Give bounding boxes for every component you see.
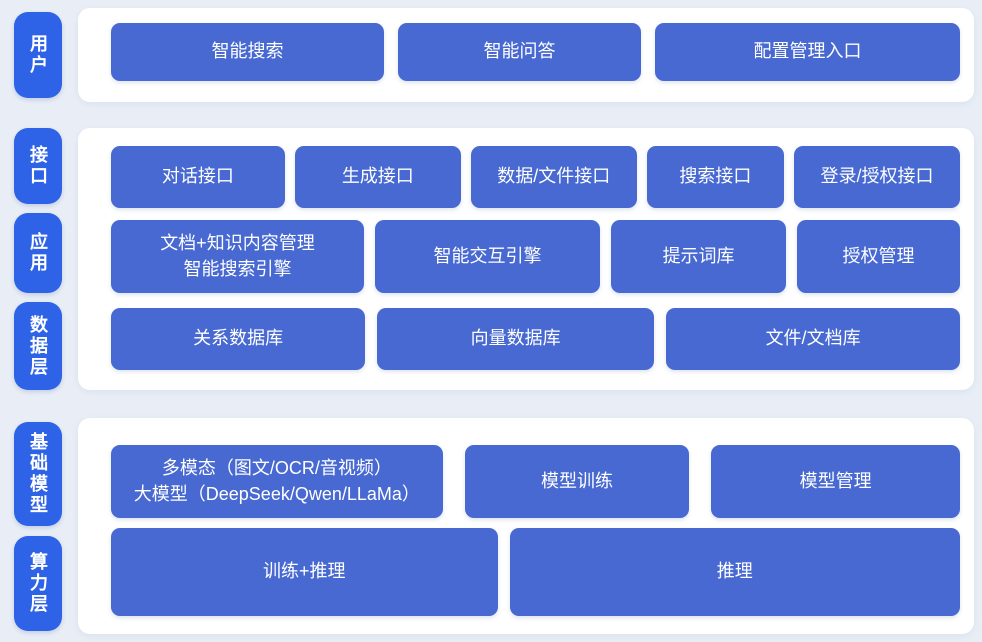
box-label: 对话接口 (161, 166, 234, 187)
layer-pill-interface: 接口 (14, 128, 62, 204)
layer-rail-foundation: 基础模型 算力层 (14, 418, 62, 634)
layer-rail-user: 用户 (14, 8, 62, 102)
box-label: 智能问答 (483, 41, 556, 62)
box-interaction-engine: 智能交互引擎 (374, 220, 601, 293)
layer-pill-user: 用户 (14, 12, 62, 98)
box-label-line2: 大模型（DeepSeek/Qwen/LLaMa） (133, 483, 420, 504)
box-label: 推理 (716, 561, 753, 582)
section-platform: 接口 应用 数据层 对话接口 生成接口 数据/文件接口 搜索接口 登录/授权接 (14, 128, 982, 390)
box-label: 文件/文档库 (765, 328, 861, 349)
layer-pill-application: 应用 (14, 213, 62, 293)
section-foundation: 基础模型 算力层 多模态（图文/OCR/音视频） 大模型（DeepSeek/Qw… (14, 418, 982, 634)
box-training-inference: 训练+推理 (111, 528, 498, 616)
box-label: 模型管理 (799, 470, 872, 491)
layer-pill-data: 数据层 (14, 302, 62, 390)
box-relational-db: 关系数据库 (111, 308, 366, 370)
box-dialog-api: 对话接口 (111, 146, 285, 208)
row-user-entries: 智能搜索 智能问答 配置管理入口 (111, 23, 960, 81)
box-label: 智能交互引擎 (433, 245, 542, 266)
box-auth-management: 授权管理 (797, 220, 960, 293)
box-label: 登录/授权接口 (820, 166, 934, 187)
panel-platform: 对话接口 生成接口 数据/文件接口 搜索接口 登录/授权接口 文档+知识内容管理 (78, 128, 974, 390)
box-label: 数据/文件接口 (497, 166, 611, 187)
box-label: 生成接口 (341, 166, 414, 187)
row-data-stores: 关系数据库 向量数据库 文件/文档库 (111, 308, 960, 370)
box-smart-search: 智能搜索 (111, 23, 384, 81)
box-label: 关系数据库 (193, 328, 284, 349)
box-label-line1: 多模态（图文/OCR/音视频） (161, 458, 392, 479)
row-interfaces: 对话接口 生成接口 数据/文件接口 搜索接口 登录/授权接口 (111, 146, 960, 208)
box-label: 智能搜索 (211, 41, 284, 62)
section-user: 用户 智能搜索 智能问答 配置管理入口 (14, 8, 982, 102)
box-vector-db: 向量数据库 (377, 308, 655, 370)
box-doc-knowledge-search-engine: 文档+知识内容管理 智能搜索引擎 (111, 220, 364, 293)
panel-user: 智能搜索 智能问答 配置管理入口 (78, 8, 974, 102)
box-prompt-library: 提示词库 (611, 220, 786, 293)
box-label: 提示词库 (662, 245, 735, 266)
box-generation-api: 生成接口 (294, 146, 461, 208)
box-label: 配置管理入口 (753, 41, 862, 62)
box-label: 向量数据库 (470, 328, 561, 349)
box-multimodal-llm: 多模态（图文/OCR/音视频） 大模型（DeepSeek/Qwen/LLaMa） (111, 445, 443, 518)
panel-foundation: 多模态（图文/OCR/音视频） 大模型（DeepSeek/Qwen/LLaMa）… (78, 418, 974, 634)
box-model-management: 模型管理 (711, 445, 961, 518)
layer-pill-compute: 算力层 (14, 536, 62, 631)
row-models: 多模态（图文/OCR/音视频） 大模型（DeepSeek/Qwen/LLaMa）… (111, 445, 961, 518)
box-inference: 推理 (509, 528, 960, 616)
box-label-line2: 智能搜索引擎 (183, 258, 292, 279)
layer-rail-platform: 接口 应用 数据层 (14, 128, 62, 390)
row-applications: 文档+知识内容管理 智能搜索引擎 智能交互引擎 提示词库 授权管理 (111, 220, 960, 293)
box-search-api: 搜索接口 (646, 146, 785, 208)
box-model-training: 模型训练 (464, 445, 690, 518)
box-label: 训练+推理 (263, 561, 346, 582)
box-data-file-api: 数据/文件接口 (470, 146, 637, 208)
layer-pill-foundation-model: 基础模型 (14, 422, 62, 526)
box-label: 搜索接口 (679, 166, 752, 187)
box-file-doc-store: 文件/文档库 (666, 308, 960, 370)
box-config-management-entry: 配置管理入口 (655, 23, 960, 81)
box-login-auth-api: 登录/授权接口 (794, 146, 960, 208)
box-smart-qa: 智能问答 (398, 23, 641, 81)
box-label: 授权管理 (842, 245, 915, 266)
row-compute: 训练+推理 推理 (111, 528, 960, 616)
box-label-line1: 文档+知识内容管理 (160, 233, 315, 254)
box-label: 模型训练 (541, 470, 613, 491)
